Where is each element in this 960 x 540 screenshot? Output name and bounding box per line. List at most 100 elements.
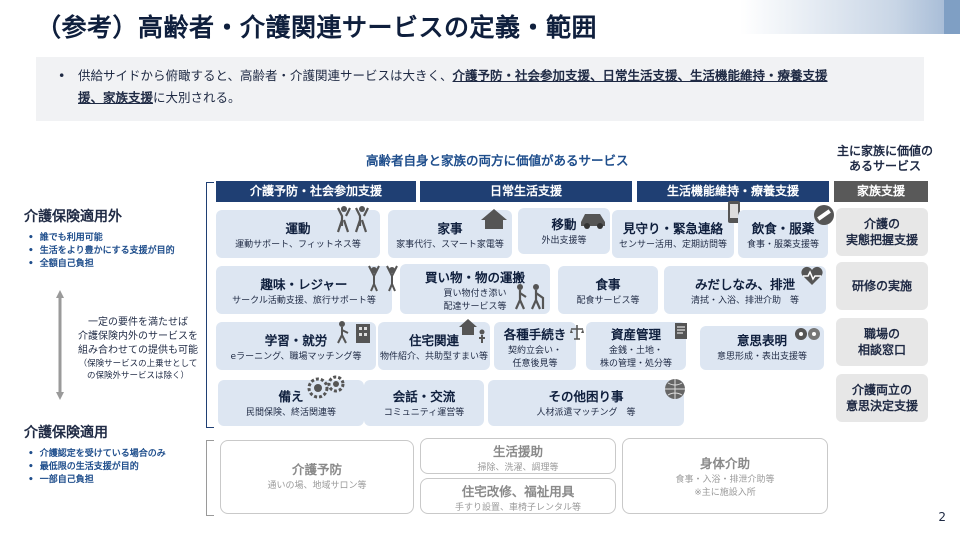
service-procedures: 各種手続き 契約立会い・ 任意後見等: [494, 322, 576, 370]
service-desc: コミュニティ運営等: [383, 408, 465, 418]
service-asset-management: 資産管理 金銭・土地・ 株の管理・処分等: [586, 322, 686, 370]
service-desc: 配食サービス等: [576, 296, 640, 306]
service-title: 会話・交流: [392, 389, 456, 404]
category-function: 生活機能維持・療養支援: [637, 181, 829, 202]
service-meal: 食事 配食サービス等: [558, 266, 658, 314]
category-prevention: 介護予防・社会参加支援: [216, 181, 416, 202]
double-arrow-icon: [56, 290, 64, 400]
service-desc: 物件紹介、共助型すまい等: [379, 352, 488, 362]
insured-desc: 掃除、洗濯、調理等: [477, 463, 559, 473]
insured-title: 介護保険適用: [24, 425, 108, 441]
insured-point: 介護認定を受けている場合のみ: [28, 448, 166, 461]
service-title: 趣味・レジャー: [260, 277, 348, 292]
family-support-line: 意思決定支援: [845, 399, 918, 413]
service-title: 食事: [595, 277, 621, 292]
service-desc: 食事・服薬支援等: [746, 240, 819, 250]
worker-building-icon: [337, 321, 370, 344]
service-desc: 家事代行、スマート家電等: [396, 240, 504, 250]
category-family: 家族支援: [834, 181, 928, 202]
non-insured-title: 介護保険適用外: [24, 209, 122, 225]
family-support-line: 職場の: [863, 327, 900, 341]
service-desc: 契約立会い・: [507, 346, 562, 356]
service-grooming: みだしなみ、排泄 清拭・入浴、排泄介助 等: [664, 266, 826, 314]
insured-title: 介護予防: [291, 462, 342, 477]
service-desc: センサー活用、定期訪問等: [618, 240, 727, 250]
service-title: その他困り事: [548, 389, 624, 404]
service-desc: 意思形成・表出支援等: [716, 352, 807, 362]
summary-box: • 供給サイドから俯瞰すると、高齢者・介護関連サービスは大きく、介護予防・社会参…: [36, 57, 924, 121]
heart-pulse-icon: [801, 266, 823, 285]
service-desc: 運動サポート、フィットネス等: [235, 240, 361, 250]
insured-title: 生活援助: [492, 444, 543, 459]
service-title: 移動: [551, 217, 577, 232]
family-support-line: 介護の: [863, 217, 900, 231]
family-house-icon: [459, 319, 485, 343]
service-hobby: 趣味・レジャー サークル活動支援、旅行サポート等: [216, 266, 392, 314]
family-support-line: 研修の実施: [851, 279, 912, 293]
service-title: 見守り・緊急連絡: [622, 221, 723, 236]
service-shopping: 買い物・物の運搬 買い物付き添い 配達サービス等: [400, 264, 550, 314]
service-title: 各種手続き: [503, 327, 567, 342]
pill-icon: [814, 205, 834, 225]
service-conversation: 会話・交流 コミュニティ運営等: [364, 380, 484, 426]
service-exercise: 運動 運動サポート、フィットネス等: [216, 210, 380, 258]
house-icon: [481, 209, 507, 229]
phone-icon: [728, 201, 740, 223]
people-cheer-icon: [368, 265, 398, 292]
summary-text-after: に大別される。: [153, 90, 241, 105]
service-desc: 配達サービス等: [443, 302, 507, 312]
service-title: 学習・就労: [264, 333, 328, 348]
people-talk-icon: [795, 328, 820, 340]
insured-desc: 食事・入浴・排泄介助等: [675, 475, 775, 485]
header-decoration-edge: [944, 0, 960, 34]
insured-points: 介護認定を受けている場合のみ 最低限の生活支援が目的 一部自己負担: [28, 448, 166, 487]
service-title: 飲食・服薬: [751, 221, 815, 236]
summary-bullet: •: [58, 68, 66, 83]
non-insured-point: 全額自己負担: [28, 258, 175, 271]
family-support-line: 相談窓口: [857, 343, 906, 357]
document-icon: [675, 323, 687, 339]
insured-prevention: 介護予防 通いの場、地域サロン等: [220, 440, 414, 514]
service-title: 買い物・物の運搬: [424, 270, 525, 285]
car-icon: [581, 214, 605, 229]
service-watch: 見守り・緊急連絡 センサー活用、定期訪問等: [612, 210, 734, 258]
service-other: その他困り事 人材派遣マッチング 等: [488, 380, 684, 426]
page-number: 2: [938, 510, 946, 524]
combination-line: 介護保険内外のサービスを: [78, 331, 198, 342]
service-desc: 民間保険、終活関連等: [245, 408, 336, 418]
combination-line: 一定の要件を満たせば: [88, 317, 188, 328]
combination-note-line: （保険サービスの上乗せとして: [78, 359, 198, 369]
service-desc: 買い物付き添い: [443, 289, 507, 299]
header-family-text: 主に家族に価値のあるサービス: [836, 144, 933, 173]
insured-point: 最低限の生活支援が目的: [28, 461, 166, 474]
summary-text-before: 供給サイドから俯瞰すると、高齢者・介護関連サービスは大きく、: [78, 68, 453, 83]
service-preparation: 備え 民間保険、終活関連等: [218, 380, 364, 426]
service-desc: 株の管理・処分等: [599, 359, 672, 369]
service-title: 備え: [278, 389, 304, 404]
summary-emphasis-1: 介護予防・社会参加支援、日常生活支援、生活機能維持・療養支援: [452, 68, 828, 83]
service-desc: eラーニング、職場マッチング等: [230, 352, 362, 362]
non-insured-points: 誰でも利用可能 生活をより豊かにする支援が目的 全額自己負担: [28, 232, 175, 271]
summary-emphasis-2: 援、家族支援: [78, 90, 154, 105]
insured-desc: 手すり設置、車椅子レンタル等: [454, 503, 581, 513]
family-support-2: 研修の実施: [836, 262, 928, 310]
service-title: 意思表明: [736, 333, 787, 348]
people-walking-icon: [514, 284, 545, 310]
combination-note-line: の保険外サービスは除く）: [86, 371, 189, 381]
service-title: 資産管理: [610, 327, 661, 342]
family-support-line: 実態把握支援: [845, 233, 918, 247]
family-support-line: 介護両立の: [851, 383, 912, 397]
service-desc: 人材派遣マッチング 等: [536, 408, 636, 418]
insured-title: 住宅改修、福祉用具: [461, 484, 575, 499]
insured-title: 身体介助: [699, 456, 750, 471]
header-decoration: [740, 0, 960, 34]
globe-icon: [665, 379, 685, 399]
service-learning: 学習・就労 eラーニング、職場マッチング等: [216, 322, 376, 370]
service-desc: 任意後見等: [512, 359, 558, 369]
insured-renovation: 住宅改修、福祉用具 手すり設置、車椅子レンタル等: [420, 478, 616, 514]
bracket-insured: [206, 440, 214, 516]
service-title: みだしなみ、排泄: [694, 277, 795, 292]
insured-life-assist: 生活援助 掃除、洗濯、調理等: [420, 438, 616, 474]
service-desc: サークル活動支援、旅行サポート等: [232, 296, 376, 306]
page-title: （参考）高齢者・介護関連サービスの定義・範囲: [36, 13, 598, 42]
